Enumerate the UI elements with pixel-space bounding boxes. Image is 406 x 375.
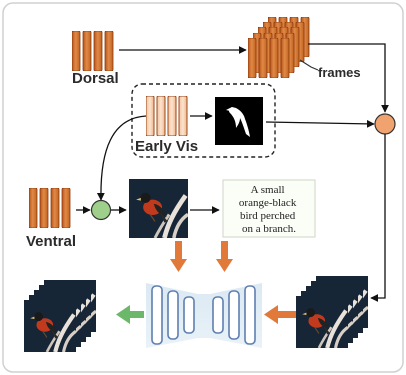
caption-line: A small: [251, 184, 285, 196]
frames-to-merge-line: [308, 43, 389, 113]
unet-block: [146, 283, 262, 348]
outer-panel: [2, 2, 404, 373]
frames-label: frames: [318, 65, 361, 80]
input-video-stack: [296, 276, 368, 348]
video-to-unet-arrow: [264, 305, 296, 324]
ventral-label: Ventral: [26, 233, 76, 250]
caption-box: [222, 179, 316, 238]
caption-line: orange-black: [239, 197, 297, 209]
caption-line: on a branch.: [242, 223, 296, 235]
frames-brace: [299, 59, 319, 71]
condition-arrows: [170, 241, 233, 272]
early-vis-label: Early Vis: [135, 138, 198, 155]
silhouette-to-merge-arrow: [265, 119, 375, 128]
early-vis-to-ventral-curve: [96, 115, 147, 201]
unet-to-output-arrow: [116, 305, 144, 324]
merge-to-video-line: [370, 134, 386, 302]
merge-node: [374, 113, 396, 135]
dorsal-label: Dorsal: [72, 70, 119, 87]
caption-line: bird perched: [240, 210, 296, 222]
bird-silhouette-icon: [215, 97, 263, 145]
ventral-merge-node: [90, 199, 112, 221]
caption-text: A small orange-black bird perched on a b…: [239, 184, 299, 235]
output-video-stack: [24, 280, 96, 352]
bird-photo-icon: [129, 179, 188, 238]
